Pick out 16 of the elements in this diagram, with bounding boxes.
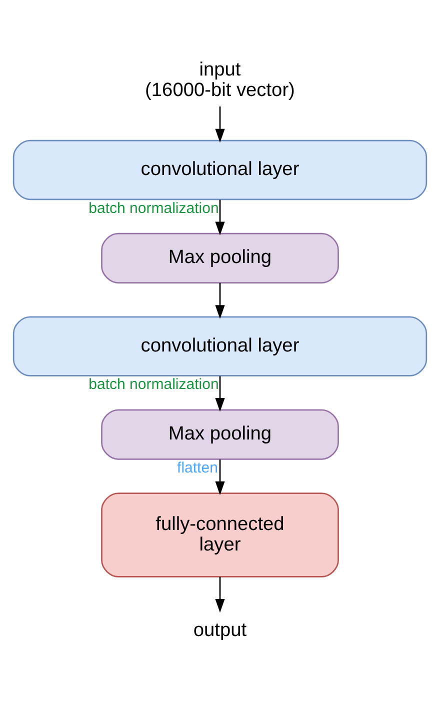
arrow [215,282,225,318]
arrow [215,459,225,495]
edge-label: batch normalization [88,376,219,393]
node-box: Max pooling [101,408,339,460]
arrow [215,106,225,142]
node-box: Max pooling [101,232,339,283]
node-text: input (16000-bit vector) [145,58,295,100]
node-box: convolutional layer [12,316,428,376]
arrow [215,199,225,235]
arrow [215,376,225,412]
node-box: convolutional layer [12,139,428,200]
arrow [215,576,225,612]
edge-label: batch normalization [88,199,219,216]
node-box: fully-connected layer [101,492,339,577]
node-text: output [193,619,247,640]
edge-label: flatten [177,458,218,476]
